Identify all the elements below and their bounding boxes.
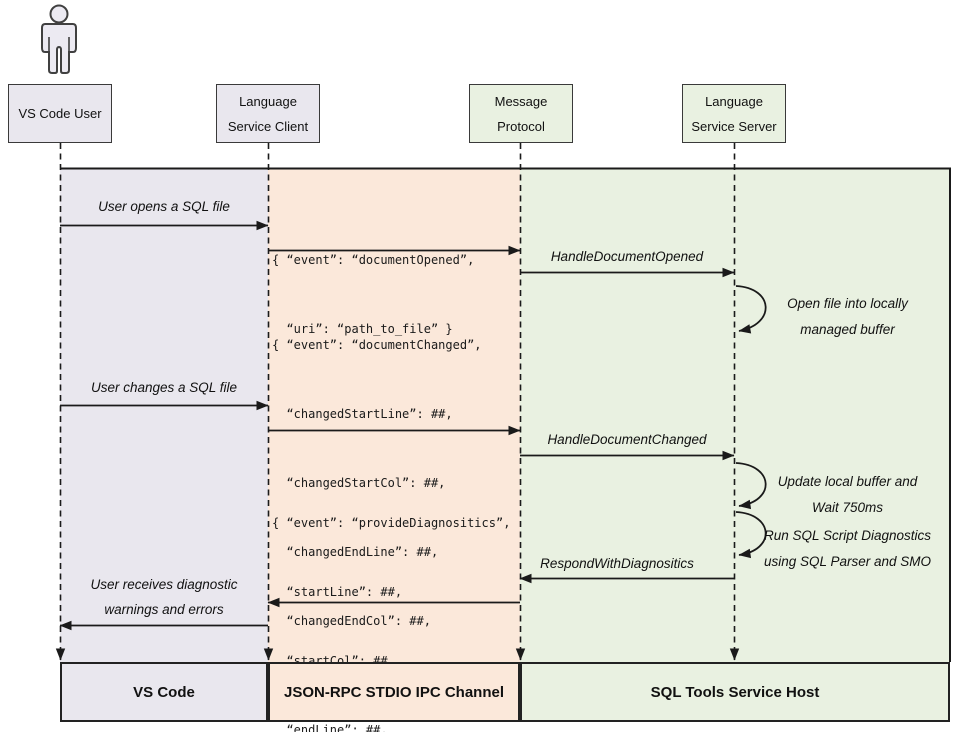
note-line: Open file into locally [787,296,908,311]
code-line: “uri”: “path_to_file” } [272,322,453,336]
actor-label: VS Code User [18,106,102,121]
actor-box-message-protocol: Message Protocol [469,84,573,143]
footer-box-sql-tools-service-host: SQL Tools Service Host [520,662,950,722]
label-respond-with-diagnostics: RespondWithDiagnositics [540,556,694,571]
actor-box-vscode-user: VS Code User [8,84,112,143]
note-update-buffer: Update local buffer and Wait 750ms [740,469,955,521]
code-line: “startLine”: ##, [272,585,403,599]
code-line: { “event”: “provideDiagnositics”, [272,516,511,530]
label-user-changes-sql-file: User changes a SQL file [90,380,238,395]
footer-label: VS Code [133,683,195,701]
actor-box-language-service-client: Language Service Client [216,84,320,143]
footer-label: JSON-RPC STDIO IPC Channel [283,683,505,701]
loop-open-buffer [735,285,767,334]
footer-box-vscode: VS Code [60,662,268,722]
label-user-receives-diagnostic: User receives diagnostic [90,577,238,592]
note-line: Update local buffer and [777,474,918,489]
label-warnings-and-errors: warnings and errors [104,602,224,617]
footer-label: SQL Tools Service Host [650,683,820,701]
label-user-opens-sql-file: User opens a SQL file [98,199,230,214]
code-line: “changedStartCol”: ##, [272,476,446,490]
footer-box-ipc-channel: JSON-RPC STDIO IPC Channel [268,662,520,722]
code-line: “changedEndLine”: ##, [272,545,439,559]
note-run-diagnostics: Run SQL Script Diagnostics using SQL Par… [740,523,955,575]
note-line: Run SQL Script Diagnostics [763,528,932,543]
code-line: “changedEndCol”: ##, [272,614,431,628]
note-open-buffer: Open file into locally managed buffer [740,291,955,343]
code-line: { “event”: “documentOpened”, [272,253,475,267]
lane-vscode [60,169,268,662]
actor-label: Message [494,93,548,109]
person-icon [41,4,77,74]
code-document-opened: { “event”: “documentOpened”, “uri”: “pat… [272,203,474,387]
code-line: “changedStartLine”: ##, [272,407,453,421]
note-line: using SQL Parser and SMO [763,554,932,569]
note-line: managed buffer [800,322,895,337]
label-handle-document-opened: HandleDocumentOpened [550,249,704,264]
label-handle-document-changed: HandleDocumentChanged [547,432,707,447]
loop-update-buffer [735,462,767,510]
actor-label: Service Client [227,118,309,134]
actor-label: Language [705,93,763,109]
loop-run-diagnostics [735,511,767,559]
actor-box-language-service-server: Language Service Server [682,84,786,143]
code-line: “endLine”: ##, [272,723,388,732]
code-line: { “event”: “documentChanged”, [272,338,482,352]
actor-label: Language [239,93,297,109]
note-line: Wait 750ms [811,500,884,515]
actor-label: Protocol [497,118,545,134]
actor-label: Service Server [691,118,777,134]
